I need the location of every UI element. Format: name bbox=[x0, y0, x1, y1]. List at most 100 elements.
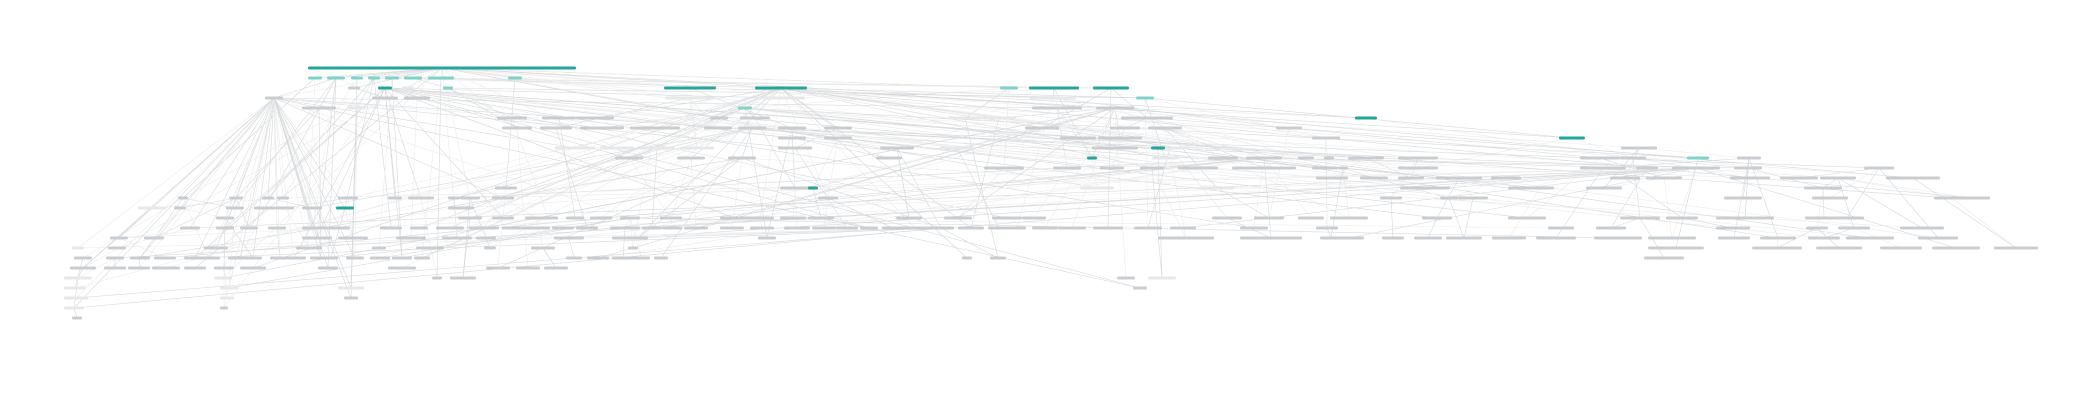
graph-node[interactable] bbox=[144, 236, 164, 240]
graph-node[interactable] bbox=[216, 226, 234, 230]
graph-node[interactable] bbox=[1880, 246, 1922, 250]
graph-node[interactable] bbox=[1724, 196, 1762, 200]
graph-node[interactable] bbox=[544, 266, 568, 270]
graph-node[interactable] bbox=[104, 266, 126, 270]
graph-node[interactable] bbox=[704, 126, 732, 130]
graph-node[interactable] bbox=[662, 226, 682, 230]
graph-node[interactable] bbox=[962, 256, 972, 260]
graph-node[interactable] bbox=[778, 126, 806, 130]
graph-node[interactable] bbox=[755, 86, 807, 90]
graph-node[interactable] bbox=[684, 226, 708, 230]
graph-node[interactable] bbox=[640, 146, 674, 150]
graph-node[interactable] bbox=[900, 226, 930, 230]
graph-node[interactable] bbox=[1030, 96, 1076, 100]
graph-node[interactable] bbox=[128, 266, 150, 270]
graph-node[interactable] bbox=[502, 226, 522, 230]
graph-node[interactable] bbox=[469, 226, 499, 230]
graph-node[interactable] bbox=[152, 266, 180, 270]
graph-node[interactable] bbox=[492, 196, 514, 200]
graph-node[interactable] bbox=[1152, 156, 1178, 160]
graph-node[interactable] bbox=[1158, 236, 1214, 240]
graph-node[interactable] bbox=[336, 206, 354, 210]
graph-node[interactable] bbox=[64, 306, 84, 310]
graph-node[interactable] bbox=[824, 126, 852, 130]
graph-node[interactable] bbox=[836, 226, 858, 230]
graph-node[interactable] bbox=[944, 216, 972, 220]
graph-node[interactable] bbox=[1022, 216, 1046, 220]
graph-node[interactable] bbox=[660, 216, 682, 220]
graph-node[interactable] bbox=[566, 216, 584, 220]
graph-node[interactable] bbox=[1178, 166, 1218, 170]
graph-node[interactable] bbox=[370, 256, 390, 260]
graph-node[interactable] bbox=[1136, 96, 1154, 100]
graph-node[interactable] bbox=[1648, 236, 1696, 240]
graph-node[interactable] bbox=[1918, 236, 1958, 240]
graph-node[interactable] bbox=[1716, 216, 1774, 220]
graph-node[interactable] bbox=[665, 96, 713, 100]
graph-node[interactable] bbox=[1382, 236, 1404, 240]
graph-node[interactable] bbox=[1316, 226, 1338, 230]
graph-node[interactable] bbox=[1932, 246, 1980, 250]
graph-node[interactable] bbox=[378, 86, 392, 90]
graph-node[interactable] bbox=[1594, 236, 1642, 240]
graph-node[interactable] bbox=[1232, 166, 1296, 170]
graph-node[interactable] bbox=[327, 76, 345, 80]
graph-node[interactable] bbox=[338, 236, 368, 240]
graph-node[interactable] bbox=[940, 146, 974, 150]
graph-node[interactable] bbox=[1620, 216, 1660, 220]
graph-node[interactable] bbox=[1080, 186, 1114, 190]
graph-node[interactable] bbox=[1760, 236, 1796, 240]
graph-node[interactable] bbox=[174, 206, 186, 210]
graph-node[interactable] bbox=[1355, 116, 1377, 120]
graph-node[interactable] bbox=[778, 136, 806, 140]
graph-node[interactable] bbox=[348, 86, 360, 90]
graph-node[interactable] bbox=[1956, 196, 1990, 200]
graph-node[interactable] bbox=[1398, 176, 1424, 180]
graph-node[interactable] bbox=[620, 216, 640, 220]
graph-node[interactable] bbox=[812, 226, 836, 230]
graph-node[interactable] bbox=[450, 276, 476, 280]
graph-node[interactable] bbox=[443, 86, 453, 90]
graph-node[interactable] bbox=[1994, 246, 2038, 250]
graph-node[interactable] bbox=[396, 236, 426, 240]
graph-node[interactable] bbox=[110, 236, 128, 240]
graph-node[interactable] bbox=[318, 266, 338, 270]
graph-node[interactable] bbox=[484, 246, 496, 250]
graph-node[interactable] bbox=[516, 266, 540, 270]
graph-node[interactable] bbox=[1348, 156, 1384, 160]
graph-node[interactable] bbox=[958, 226, 984, 230]
graph-node[interactable] bbox=[1458, 196, 1488, 200]
graph-node[interactable] bbox=[130, 256, 150, 260]
graph-node[interactable] bbox=[388, 266, 416, 270]
graph-node[interactable] bbox=[1846, 236, 1894, 240]
graph-node[interactable] bbox=[320, 226, 350, 230]
graph-node[interactable] bbox=[428, 76, 454, 80]
graph-node[interactable] bbox=[442, 236, 472, 240]
graph-node[interactable] bbox=[778, 146, 812, 150]
graph-node[interactable] bbox=[198, 256, 220, 260]
graph-node[interactable] bbox=[1436, 176, 1482, 180]
graph-node[interactable] bbox=[1025, 126, 1059, 130]
graph-node[interactable] bbox=[1032, 106, 1082, 110]
graph-node[interactable] bbox=[1737, 156, 1761, 160]
graph-node[interactable] bbox=[738, 106, 752, 110]
graph-node[interactable] bbox=[612, 256, 634, 260]
graph-node[interactable] bbox=[372, 246, 386, 250]
graph-node[interactable] bbox=[1148, 126, 1182, 130]
graph-node[interactable] bbox=[1672, 166, 1720, 170]
graph-node[interactable] bbox=[486, 266, 510, 270]
graph-node[interactable] bbox=[576, 226, 598, 230]
graph-node[interactable] bbox=[882, 226, 904, 230]
graph-node[interactable] bbox=[497, 116, 527, 120]
graph-node[interactable] bbox=[346, 256, 364, 260]
graph-node[interactable] bbox=[576, 116, 614, 120]
graph-node[interactable] bbox=[338, 286, 364, 290]
graph-node[interactable] bbox=[1100, 166, 1124, 170]
graph-node[interactable] bbox=[1718, 236, 1750, 240]
graph-node[interactable] bbox=[990, 256, 1006, 260]
graph-node[interactable] bbox=[1096, 106, 1134, 110]
graph-node[interactable] bbox=[324, 256, 338, 260]
graph-node[interactable] bbox=[414, 256, 430, 260]
graph-node[interactable] bbox=[758, 236, 776, 240]
graph-node[interactable] bbox=[1548, 226, 1574, 230]
